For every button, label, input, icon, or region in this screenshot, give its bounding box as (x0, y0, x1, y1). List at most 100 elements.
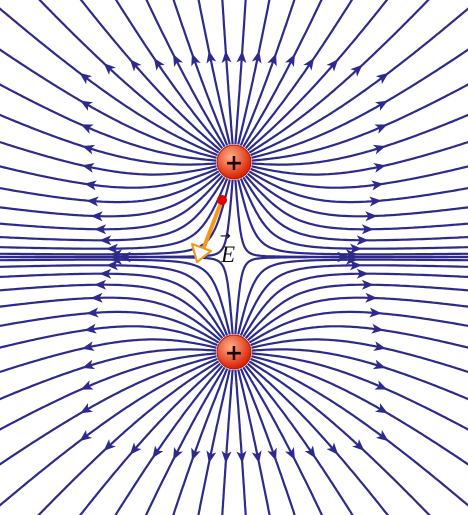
arrowhead-icon (374, 100, 388, 111)
arrowhead-icon (103, 439, 116, 451)
arrowhead-icon (236, 450, 247, 464)
arrowhead-icon (349, 260, 362, 271)
field-line (246, 362, 390, 515)
plus-circle-icon (216, 334, 252, 370)
arrowhead-icon (356, 268, 369, 279)
field-line (145, 0, 226, 148)
arrowhead-icon (337, 252, 350, 263)
arrowhead-icon (80, 403, 94, 414)
field-line (0, 172, 222, 218)
field-line (237, 369, 271, 515)
field-line (242, 272, 468, 338)
field-line (114, 364, 224, 515)
field-line (172, 0, 229, 146)
field-line (0, 272, 226, 338)
arrowhead-icon (375, 72, 389, 85)
arrowhead-icon (80, 100, 94, 111)
arrowhead-icon (82, 359, 96, 370)
arrowhead-icon (352, 439, 365, 451)
arrowhead-icon (365, 292, 378, 303)
arrowhead-icon (304, 445, 316, 459)
field-line (251, 113, 468, 166)
arrowhead-icon (369, 307, 382, 318)
arrowhead-icon (371, 323, 384, 334)
field-line (251, 355, 468, 466)
plus-circle-icon (216, 144, 252, 180)
arrowhead-icon (375, 429, 389, 442)
arrowhead-icon (371, 180, 384, 191)
field-line (248, 0, 430, 154)
lower-positive-charge: + (216, 334, 252, 370)
arrowhead-icon (79, 429, 93, 442)
field-line (0, 355, 217, 466)
field-line (246, 0, 389, 152)
field-line (0, 296, 222, 342)
arrowhead-icon (221, 450, 232, 464)
field-line (237, 0, 271, 145)
field-line (114, 0, 224, 150)
field-line (0, 113, 217, 166)
arrowhead-icon (86, 196, 99, 207)
field-line (0, 140, 217, 176)
field-line (79, 0, 222, 152)
arrowhead-icon (206, 50, 217, 64)
charge-sign: + (225, 341, 243, 366)
field-line (221, 0, 234, 145)
field-line (0, 258, 231, 335)
field-line (0, 256, 234, 335)
arrowhead-icon (326, 59, 339, 72)
field-line (0, 179, 231, 256)
arrowhead-icon (345, 254, 358, 265)
field-line (242, 0, 323, 148)
arrowhead-icon (81, 341, 95, 351)
arrowhead-icon (267, 447, 277, 461)
arrowhead-icon (82, 144, 96, 155)
vector-label: E (220, 242, 235, 267)
arrowhead-icon (94, 224, 107, 235)
arrowhead-icon (106, 260, 119, 271)
arrowhead-icon (251, 50, 262, 64)
field-line (0, 338, 217, 374)
field-line (221, 369, 234, 515)
arrowhead-icon (361, 279, 374, 290)
field-line (78, 362, 222, 515)
arrowhead-icon (374, 124, 388, 134)
arrowhead-icon (326, 442, 339, 455)
field-line (251, 140, 468, 176)
upper-positive-charge: + (216, 144, 252, 180)
field-line (237, 179, 468, 256)
field-line (248, 360, 431, 515)
arrowhead-icon (365, 211, 378, 222)
field-line (234, 0, 247, 145)
field-line (0, 357, 218, 507)
charge-sign: + (225, 151, 243, 176)
field-line (242, 366, 324, 515)
field-line (239, 0, 296, 146)
field-line (0, 264, 229, 336)
field-arrowheads (79, 50, 389, 464)
field-line (239, 178, 468, 250)
arrowhead-icon (90, 292, 103, 303)
field-line (250, 325, 468, 349)
field-line (0, 352, 217, 431)
field-line (246, 172, 468, 218)
field-line (251, 348, 468, 401)
field-line (172, 368, 229, 515)
field-line (244, 364, 354, 515)
field-line (237, 258, 468, 335)
vector-label-arrow: → (220, 229, 231, 244)
vector-shaft (202, 198, 224, 249)
field-line (144, 366, 226, 515)
field-line (248, 310, 468, 344)
arrowhead-icon (372, 359, 386, 370)
vector-arrowhead-icon (190, 242, 213, 264)
arrowhead-icon (373, 341, 387, 351)
arrowhead-icon (153, 57, 165, 71)
arrowhead-icon (80, 380, 94, 390)
arrowhead-icon (173, 54, 184, 68)
arrowhead-icon (267, 53, 277, 67)
field-line (250, 7, 468, 157)
field-line (234, 256, 468, 335)
field-line (251, 352, 468, 431)
arrowhead-icon (106, 243, 119, 254)
